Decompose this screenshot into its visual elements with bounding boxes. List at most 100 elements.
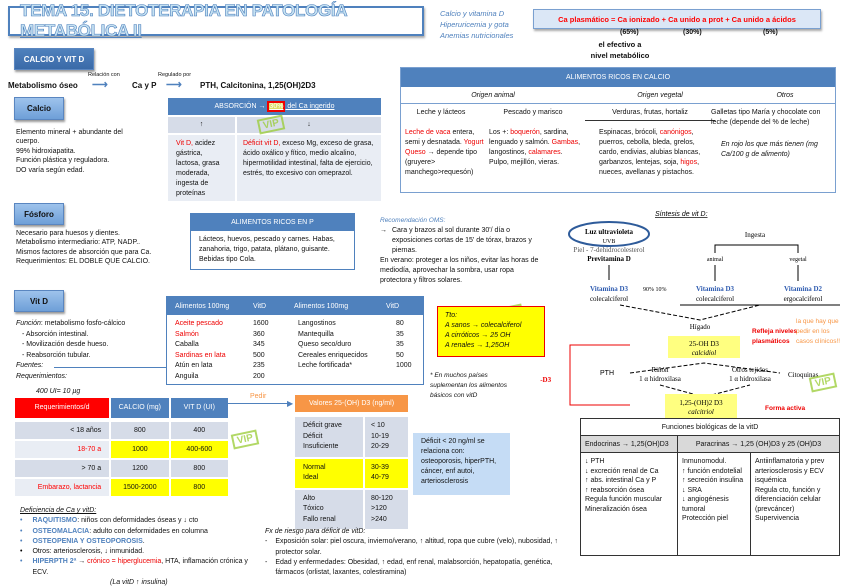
rinon-enzyme: 1 α hidroxilasa	[639, 375, 682, 383]
arrow-head-icon: ▶	[287, 399, 294, 408]
topic: Calcio y vitamina D	[440, 9, 505, 18]
function-item: Mineralización ósea	[585, 505, 647, 513]
vitd-value: 1600	[253, 320, 269, 327]
calcidiol: calcidiol	[692, 349, 717, 357]
fuentes-label: Fuentes:	[16, 362, 44, 369]
tto-line: A sanos → colecalciferol	[445, 322, 522, 329]
list-item: •OSTEOMALACIA: adulto con deformidades e…	[20, 527, 208, 535]
otros-cell: Galletas tipo María y chocolate con lech…	[711, 108, 833, 160]
valores-range: < 10	[371, 422, 385, 429]
food-name: Aceite pescado	[175, 320, 223, 327]
citoquinas: Citoquinas	[788, 371, 819, 379]
vitd-value: 35	[396, 341, 404, 348]
food-text: . Pulpo, mejillón, vieras.	[489, 149, 563, 166]
metabolism-term: Metabolismo óseo	[8, 81, 78, 90]
deficiencia-note: (La vitD ↑ insulina)	[110, 579, 168, 587]
valores-label: Déficit grave	[303, 422, 342, 429]
food-text: calamares	[528, 149, 561, 156]
paracrinas-list-1: Inmunomodul.↑ función endotelial↑ secrec…	[678, 453, 751, 555]
calcio-button[interactable]: Calcio	[14, 97, 64, 120]
riesgo-item: -Exposición solar: piel oscura, invierno…	[265, 538, 558, 556]
sintesis-diagram: Síntesis de vit D: Luz ultravioleta UVB …	[540, 211, 840, 418]
valores-range: 20-29	[371, 443, 389, 450]
topic: Anemias nutricionales	[440, 31, 514, 40]
absorcion-pct: 30%	[267, 101, 286, 112]
relation-label: Relación con	[88, 72, 120, 78]
vitd-button[interactable]: Vit D	[14, 290, 64, 312]
col-header: VitD	[386, 302, 400, 310]
sintesis-title: Síntesis de vit D:	[655, 211, 708, 218]
colecalciferol-diet: colecalciferol	[696, 295, 734, 303]
fosforo-button[interactable]: Fósforo	[14, 203, 64, 225]
section-calcio-vitd-button[interactable]: CALCIO Y VIT D	[14, 48, 94, 70]
valores-range: 40-79	[371, 474, 389, 481]
endocrinas-list: ↓ PTH↓ excreción renal de Ca↑ abs. intes…	[581, 453, 678, 555]
ca-plasma-box: Ca plasmático = Ca ionizado + Ca unido a…	[533, 9, 821, 29]
food-name: Sardinas en lata	[175, 351, 226, 359]
deficiencia-title: Deficiencia de Ca y vitD:	[20, 507, 97, 514]
absorcion-header: ABSORCIÓN → 30% del Ca ingerido	[168, 98, 381, 115]
vitd-value: 235	[253, 362, 265, 369]
valores-range: >240	[371, 515, 387, 523]
fosforo-line: Mismos factores de absorción que para Ca…	[16, 248, 152, 256]
food-name: Anguila	[175, 372, 199, 380]
arrow-icon: ⟶	[166, 79, 182, 91]
list-item: •HIPERPTH 2ª → crónico = hiperglucemia, …	[20, 558, 248, 576]
calcio-line: DO varía según edad.	[16, 166, 85, 174]
list-item: •RAQUITISMO: niños con deformidades ósea…	[20, 517, 199, 525]
metabolism-line: Metabolismo óseo Relación con ⟶ Ca y P R…	[8, 72, 338, 92]
topic-list: Calcio y vitamina D Hiperuricemia y gota…	[440, 8, 513, 41]
vitd-value: 1000	[396, 362, 412, 369]
alimentos-p-box: ALIMENTOS RICOS EN P Lácteos, huevos, pe…	[190, 213, 355, 270]
topic: Hiperuricemia y gota	[440, 20, 509, 29]
oms-title: Recomendación OMS:	[380, 217, 446, 224]
pescado-cell: Los +: boquerón, sardina, lenguado y sal…	[489, 128, 583, 168]
fosforo-line: Metabolismo intermediario: ATP, NADP..	[16, 239, 141, 247]
food-name: Mantequilla	[298, 330, 334, 338]
luz-uv: Luz ultravioleta	[585, 228, 634, 236]
vitd3-diet: Vitamina D3	[696, 285, 735, 293]
food-name: Leche fortificada*	[298, 362, 353, 369]
list-item: •OSTEOPENIA Y OSTEOPOROSIS.	[20, 537, 145, 545]
ca-p-term: Ca y P	[132, 81, 157, 90]
food-name: Cereales enriquecidos	[298, 351, 368, 359]
function-item: ↓ excreción renal de Ca	[585, 467, 659, 475]
requerimientos-label: Requerimientos:	[16, 372, 67, 380]
req-value: 1000	[111, 441, 169, 458]
food-name: Atún en lata	[175, 362, 213, 369]
pedir-label: Pedir	[250, 393, 267, 400]
table-row: Atún en lata 235	[175, 361, 292, 372]
age-group: > 70 a	[15, 460, 110, 477]
oh24: 24-OH-D3	[540, 376, 552, 384]
food-text: entera, semi y desnatada.	[405, 129, 475, 146]
group-vegetal: Origen vegetal	[637, 92, 683, 99]
lacteos-cell: Leche de vaca entera, semi y desnatada. …	[405, 128, 485, 178]
increase-icon: ↑	[168, 117, 235, 133]
verduras-cell: Espinacas, brócoli, canónigos, puerros, …	[599, 128, 711, 178]
sun-ellipse	[568, 221, 650, 247]
req-value: 800	[170, 460, 228, 477]
feedback-line	[569, 344, 630, 406]
tto-line: A cirróticos → 25 OH	[445, 332, 511, 339]
function-item: Supervivencia	[755, 515, 799, 522]
valores-label: Normal	[303, 463, 326, 471]
age-group: 18-70 a	[15, 441, 110, 458]
function-item: ↓ PTH	[585, 458, 605, 465]
alimentos-calcio-header: ALIMENTOS RICOS EN CALCIO	[401, 68, 835, 87]
valores-label: Fallo renal	[303, 515, 336, 523]
food-text: Leche de vaca	[405, 129, 451, 136]
group-otros: Otros	[776, 92, 794, 99]
col-header: Alimentos 100mg	[294, 302, 349, 310]
pct-acidos: (5%)	[763, 29, 778, 36]
pth: PTH	[600, 370, 614, 377]
riesgo-title: Fx de riesgo para déficit de vitD:	[265, 528, 366, 535]
function-item: Protección piel	[682, 515, 728, 522]
previtamina: Previtamina D	[587, 255, 631, 263]
ca-effective-note: el efectivo a nivel metabólico	[590, 40, 650, 60]
